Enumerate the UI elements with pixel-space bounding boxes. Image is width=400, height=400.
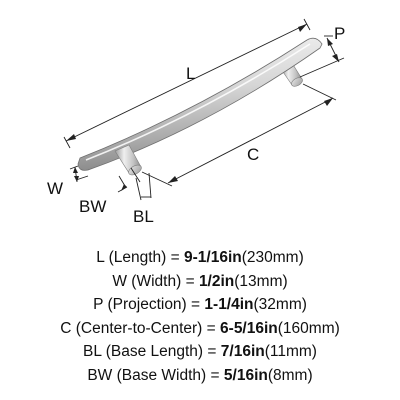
spec-metric-value: (230mm) <box>241 249 304 266</box>
spec-description: (Center-to-Center) <box>75 319 203 337</box>
label-length: L <box>186 64 195 83</box>
spec-imperial-value: 1-1/4in <box>204 296 254 313</box>
projection-dimension <box>299 35 345 78</box>
center-to-center-dimension <box>141 83 337 187</box>
spec-key: BL <box>83 343 102 360</box>
handle-bar <box>77 37 323 171</box>
label-center-to-center: C <box>247 145 259 164</box>
spec-equals: = <box>207 343 217 360</box>
spec-key: L <box>96 249 105 266</box>
cabinet-pull-illustration <box>77 37 323 176</box>
width-dimension <box>69 165 89 183</box>
spec-row: L (Length) = 9-1/16in(230mm) <box>0 246 400 270</box>
spec-metric-value: (160mm) <box>277 319 340 337</box>
spec-description: (Base Width) <box>116 366 207 384</box>
spec-key: C <box>60 319 72 337</box>
spec-equals: = <box>210 366 220 384</box>
base-length-dimension <box>135 172 152 201</box>
handle-bar-highlight <box>85 43 311 161</box>
spec-equals: = <box>206 319 216 337</box>
label-base-length: BL <box>133 207 154 226</box>
spec-key: BW <box>87 366 113 384</box>
spec-key: P <box>93 296 104 313</box>
spec-metric-value: (8mm) <box>267 366 313 384</box>
spec-row: C (Center-to-Center) = 6-5/16in(160mm) <box>0 317 400 341</box>
base-width-dimension <box>117 167 141 193</box>
spec-description: (Base Length) <box>105 343 204 360</box>
spec-imperial-value: 7/16in <box>220 343 265 360</box>
dimension-lines <box>63 18 345 201</box>
spec-row: BW (Base Width) = 5/16in(8mm) <box>0 364 400 388</box>
dimension-spec-list: L (Length) = 9-1/16in(230mm)W (Width) = … <box>0 246 400 387</box>
spec-imperial-value: 5/16in <box>223 366 268 384</box>
label-projection: P <box>334 24 345 43</box>
spec-equals: = <box>191 296 201 313</box>
spec-imperial-value: 9-1/16in <box>184 249 242 266</box>
dimension-diagram: L P C W BW BL <box>47 18 345 226</box>
label-width: W <box>47 179 63 198</box>
spec-key: W <box>112 272 127 290</box>
spec-metric-value: (13mm) <box>234 272 288 290</box>
spec-equals: = <box>170 249 180 266</box>
left-post <box>114 144 142 176</box>
spec-description: (Length) <box>108 249 167 266</box>
spec-description: (Projection) <box>107 296 187 313</box>
spec-equals: = <box>185 272 195 290</box>
spec-imperial-value: 6-5/16in <box>220 319 278 337</box>
spec-row: W (Width) = 1/2in(13mm) <box>0 270 400 294</box>
spec-metric-value: (11mm) <box>264 343 317 360</box>
label-base-width: BW <box>79 197 106 216</box>
spec-description: (Width) <box>131 272 182 290</box>
length-dimension <box>63 18 311 149</box>
spec-imperial-value: 1/2in <box>198 272 235 290</box>
spec-row: BL (Base Length) = 7/16in(11mm) <box>0 340 400 364</box>
spec-row: P (Projection) = 1-1/4in(32mm) <box>0 293 400 317</box>
spec-metric-value: (32mm) <box>253 296 307 313</box>
